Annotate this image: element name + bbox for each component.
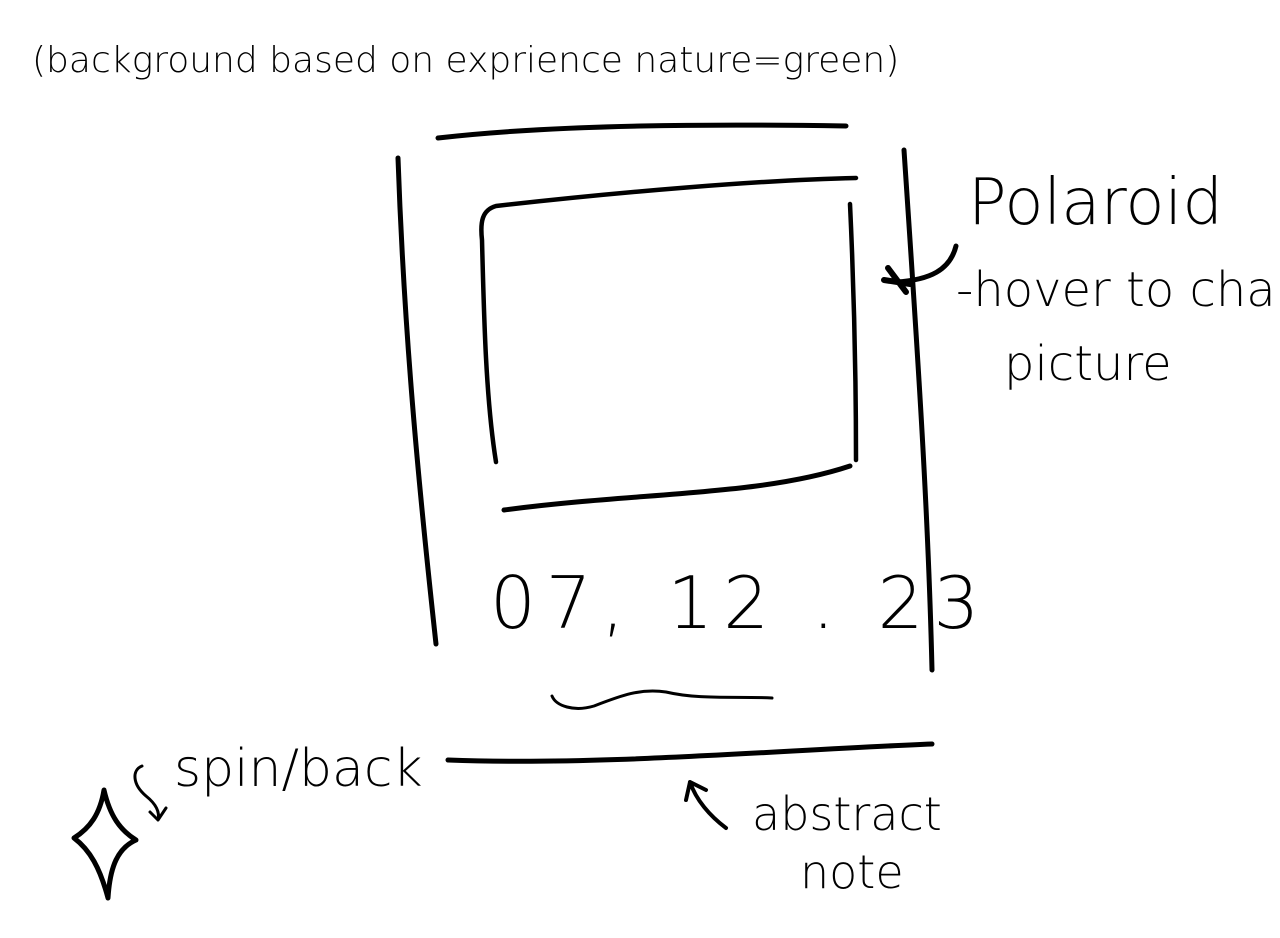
note-squiggle: [550, 689, 774, 710]
abstract-note-line1: abstract: [752, 787, 942, 841]
hover-note-line1: -hover to change: [956, 262, 1280, 318]
background-note: (background based on exprience nature=gr…: [32, 40, 899, 81]
date-label: 07, 12 . 23: [490, 561, 989, 645]
spin-arrow-icon: [133, 764, 168, 822]
polaroid-label: Polaroid: [968, 166, 1223, 240]
polaroid-arrow: [881, 243, 959, 295]
sparkle-icon[interactable]: [71, 787, 139, 901]
photo-area[interactable]: [479, 175, 859, 513]
polaroid-frame: [395, 122, 935, 764]
hover-note-line2: picture: [1004, 336, 1172, 392]
abstract-note-arrow: [684, 780, 728, 830]
spin-note: spin/back: [174, 739, 423, 799]
abstract-note-line2: note: [800, 845, 904, 899]
